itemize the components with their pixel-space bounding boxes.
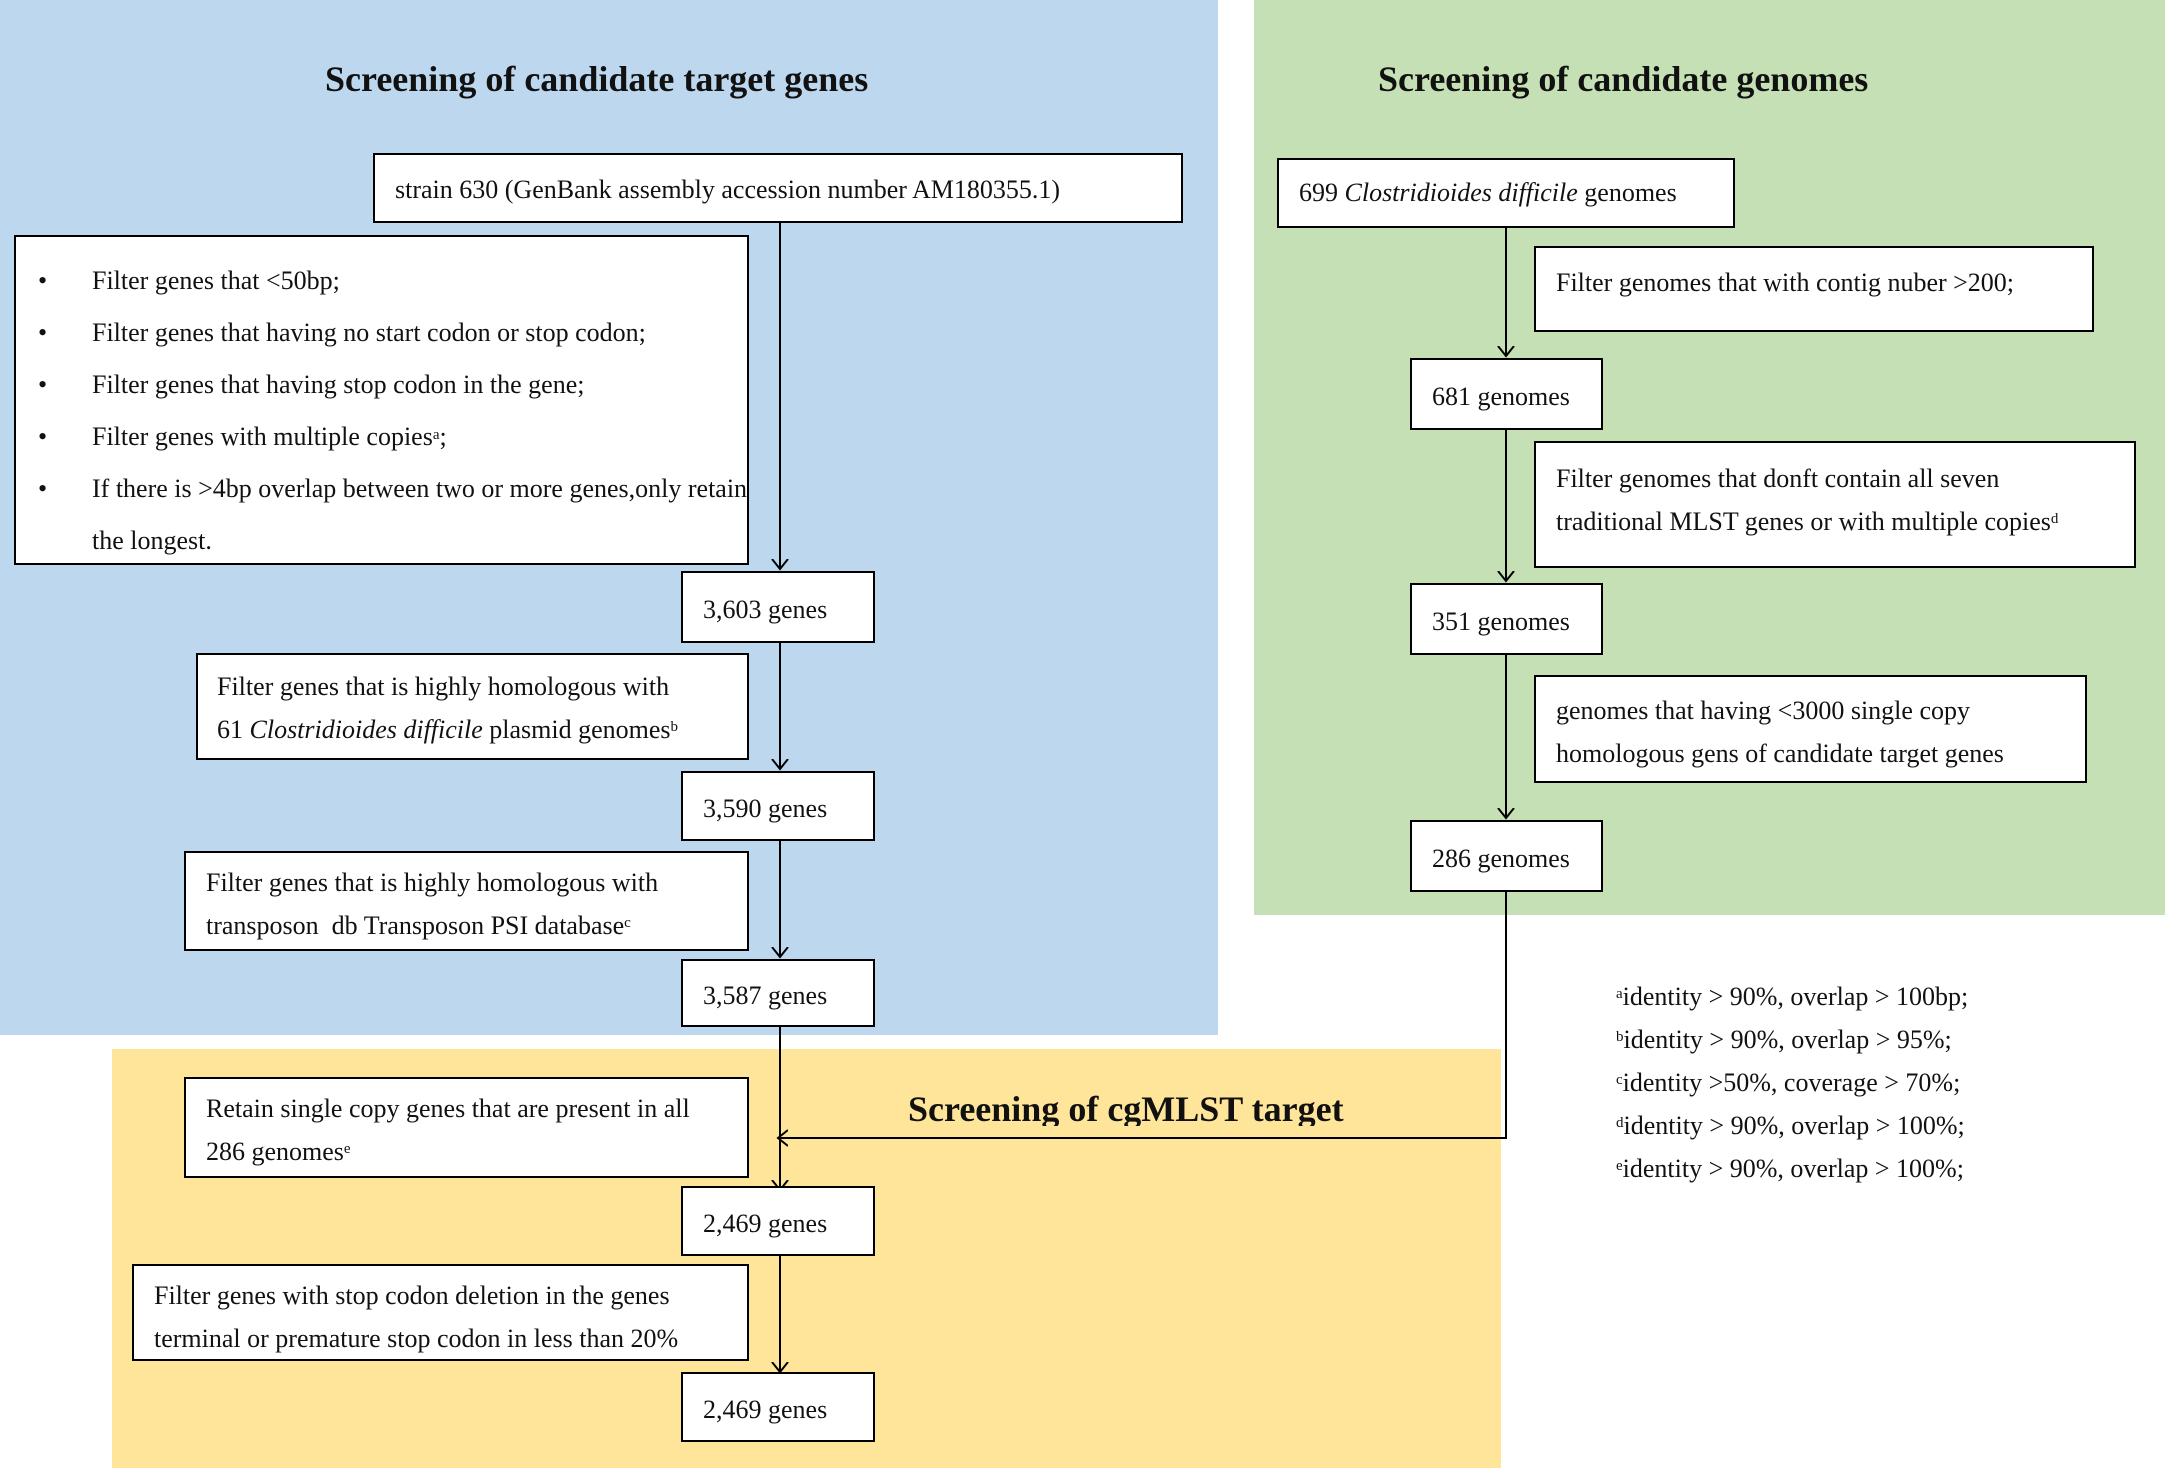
transposon-filter-line2: transposon db Transposon PSI databasec [206,911,631,940]
arrow-286-to-retain [780,892,1507,1139]
plasmid-filter-line2: 61 Clostridioides difficile plasmid geno… [217,715,679,744]
gene-filter-item: •Filter genes that having no start codon… [16,307,751,359]
species-name: Clostridioides difficile [249,715,483,744]
count-3590-text: 3,590 genes [703,794,828,823]
gene-filter-list-box: •Filter genes that <50bp;•Filter genes t… [14,235,749,565]
mlst-filter-line1: Filter genomes that donft contain all se… [1556,464,2000,493]
gene-filter-list: •Filter genes that <50bp;•Filter genes t… [16,255,751,567]
count-3603-box: 3,603 genes [681,571,875,643]
gene-filter-item: •Filter genes with multiple copiesa; [16,411,751,463]
genomes-681-box: 681 genomes [1410,358,1603,430]
gene-filter-item: •If there is >4bp overlap between two or… [16,463,751,567]
stop-codon-filter-line2: terminal or premature stop codon in less… [154,1324,679,1353]
count-2469-text-2: 2,469 genes [703,1395,828,1424]
genomes-286-box: 286 genomes [1410,820,1603,892]
panel-title-cgmlst: Screening of cgMLST target [908,1089,1344,1126]
mlst-filter-line2: traditional MLST genes or with multiple … [1556,507,2059,536]
count-3590-box: 3,590 genes [681,771,875,841]
genomes-681-text: 681 genomes [1432,382,1570,411]
footnotes: aidentity > 90%, overlap > 100bp; bidenti… [1616,975,1968,1190]
contig-filter-text: Filter genomes that with contig nuber >2… [1556,268,2015,297]
bullet-icon: • [38,474,48,503]
single-copy-filter-box: genomes that having <3000 single copy ho… [1534,675,2087,783]
gene-filter-item: •Filter genes that <50bp; [16,255,751,307]
retain-line1: Retain single copy genes that are presen… [206,1094,690,1123]
count-3587-box: 3,587 genes [681,959,875,1027]
stop-codon-filter-line1: Filter genes with stop codon deletion in… [154,1281,670,1310]
bullet-icon: • [38,266,48,295]
genomes-286-text: 286 genomes [1432,844,1570,873]
bullet-icon: • [38,370,48,399]
mlst-filter-box: Filter genomes that donft contain all se… [1534,441,2136,568]
count-2469-box-1: 2,469 genes [681,1186,875,1256]
footnote-d: didentity > 90%, overlap > 100%; [1616,1111,1965,1140]
bullet-icon: • [38,318,48,347]
retain-box: Retain single copy genes that are presen… [184,1077,749,1178]
genomes-699-text: 699 Clostridioides difficile genomes [1299,178,1677,207]
stop-codon-filter-box: Filter genes with stop codon deletion in… [132,1264,749,1361]
contig-filter-box: Filter genomes that with contig nuber >2… [1534,246,2094,332]
panel-title-target-genes: Screening of candidate target genes [325,59,869,99]
count-3603-text: 3,603 genes [703,595,828,624]
source-strain-box: strain 630 (GenBank assembly accession n… [373,153,1183,223]
source-strain-text: strain 630 (GenBank assembly accession n… [395,175,1061,204]
plasmid-filter-line1: Filter genes that is highly homologous w… [217,672,670,701]
count-2469-box-2: 2,469 genes [681,1372,875,1442]
single-copy-filter-line2: homologous gens of candidate target gene… [1556,739,2004,768]
transposon-filter-line1: Filter genes that is highly homologous w… [206,868,659,897]
single-copy-filter-line1: genomes that having <3000 single copy [1556,696,1970,725]
count-2469-text-1: 2,469 genes [703,1209,828,1238]
retain-line2: 286 genomese [206,1137,351,1166]
count-3587-text: 3,587 genes [703,981,828,1010]
footnote-c: cidentity >50%, coverage > 70%; [1616,1068,1961,1097]
footnote-e: eidentity > 90%, overlap > 100%; [1616,1154,1964,1183]
gene-filter-item: •Filter genes that having stop codon in … [16,359,751,411]
footnote-a: aidentity > 90%, overlap > 100bp; [1616,982,1969,1011]
transposon-filter-box: Filter genes that is highly homologous w… [184,851,749,951]
plasmid-filter-box: Filter genes that is highly homologous w… [196,653,749,760]
panel-title-genomes: Screening of candidate genomes [1378,59,1869,99]
footnote-b: bidentity > 90%, overlap > 95%; [1616,1025,1952,1054]
genomes-699-box: 699 Clostridioides difficile genomes [1277,158,1735,228]
species-name: Clostridioides difficile [1344,178,1578,207]
bullet-icon: • [38,422,48,451]
genomes-351-box: 351 genomes [1410,583,1603,655]
genomes-351-text: 351 genomes [1432,607,1570,636]
